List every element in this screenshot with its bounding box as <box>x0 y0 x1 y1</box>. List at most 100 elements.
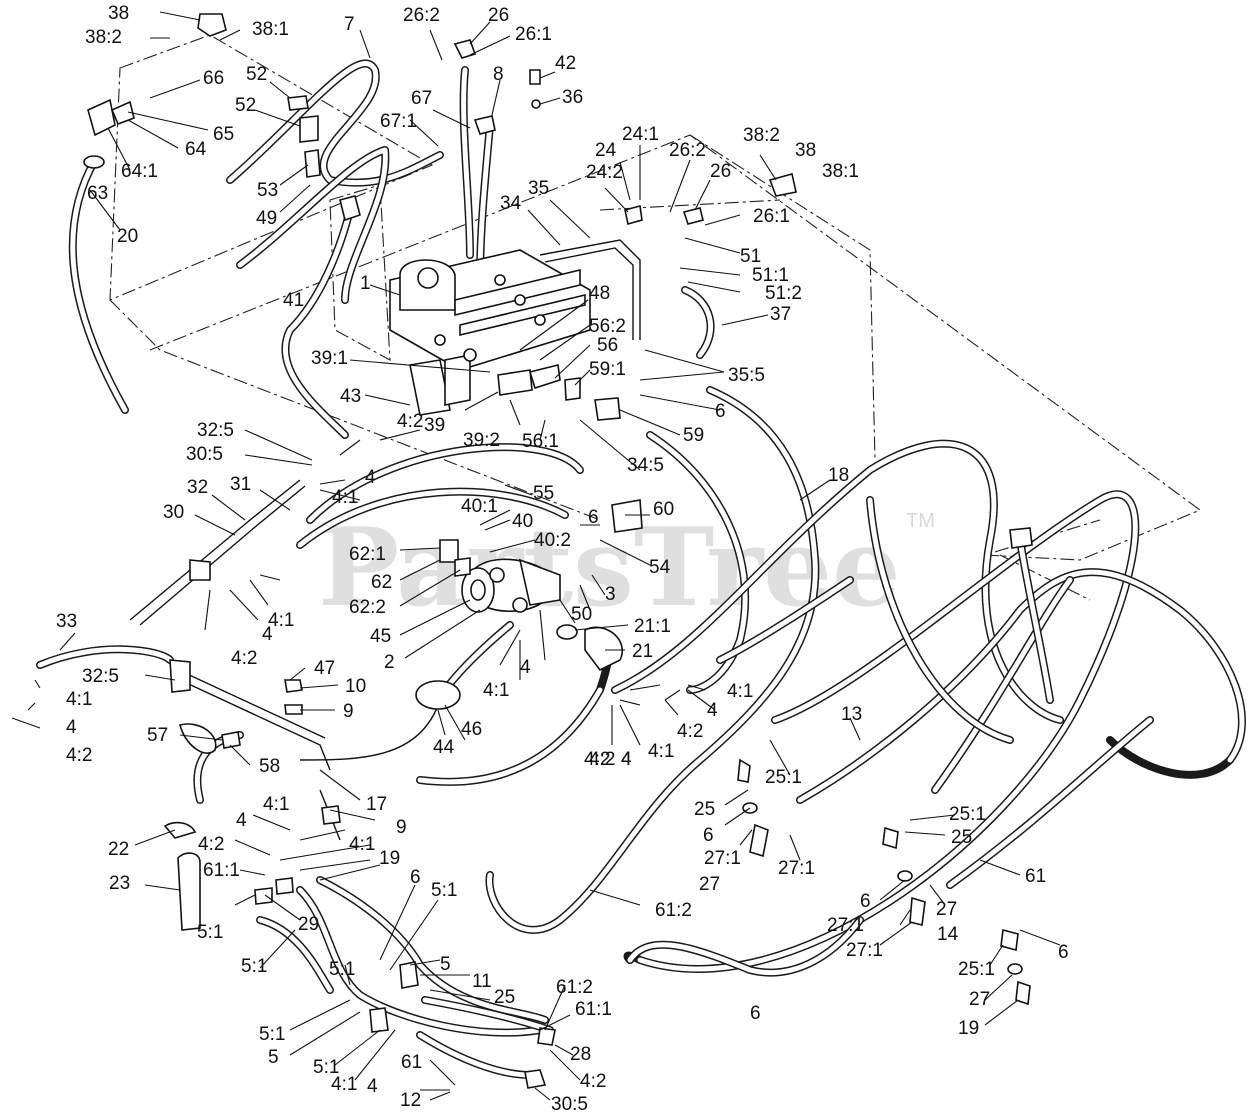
callout-label: 4:1 <box>727 681 753 702</box>
callout-label: 4 <box>707 700 718 721</box>
callout-label: 4:2 <box>231 648 257 669</box>
callout-label: 4 <box>66 717 77 738</box>
callout-label: 4:2 <box>584 749 610 770</box>
callout-label: 4:2 <box>589 749 615 770</box>
callout-label: 26:1 <box>515 24 552 45</box>
callout-label: 10 <box>345 676 366 697</box>
hoses <box>36 59 1246 1079</box>
callout-label: 49 <box>256 208 277 229</box>
callout-label: 59:1 <box>589 359 626 380</box>
callout-label: 4 <box>365 467 376 488</box>
callout-label: 6 <box>860 891 871 912</box>
callout-label: 25:1 <box>949 804 986 825</box>
callout-label: 4:2 <box>397 411 423 432</box>
callout-label: 58 <box>259 756 280 777</box>
callout-label: 37 <box>770 304 791 325</box>
callout-label: 64:1 <box>121 161 158 182</box>
callout-label: 67:1 <box>380 111 417 132</box>
callout-label: 5:1 <box>259 1024 285 1045</box>
callout-label: 21 <box>632 641 653 662</box>
callout-label: 5 <box>268 1047 279 1068</box>
callout-label: 45 <box>370 626 391 647</box>
callout-label: 7 <box>344 14 355 35</box>
callout-label: 54 <box>649 557 671 578</box>
callout-label: 11 <box>472 971 492 992</box>
fittings <box>83 13 1033 1089</box>
callout-label: 48 <box>589 283 610 304</box>
callout-label: 5 <box>440 954 451 975</box>
callout-label: 4:2 <box>580 1071 606 1092</box>
callout-label: 61 <box>1025 866 1046 887</box>
callout-label: 14 <box>937 924 959 945</box>
callout-label: 38:1 <box>252 19 289 40</box>
callout-label: 42 <box>555 53 576 74</box>
callout-label: 51:2 <box>765 283 802 304</box>
callout-label: 4:1 <box>331 1074 357 1095</box>
callout-label: 59 <box>683 425 704 446</box>
callout-label: 6 <box>715 401 726 422</box>
callout-label: 39:1 <box>311 348 348 369</box>
callout-label: 6 <box>703 825 714 846</box>
callout-label: 39:2 <box>463 430 500 451</box>
callout-label: 65 <box>213 124 234 145</box>
callout-label: 4 <box>621 749 632 770</box>
callout-label: 40 <box>512 511 533 532</box>
callout-label: 30 <box>163 502 184 523</box>
callout-label: 35:5 <box>728 365 765 386</box>
callout-label: 47 <box>314 658 335 679</box>
callout-label: 5:1 <box>241 956 267 977</box>
callout-label: 34:5 <box>627 455 664 476</box>
callout-label: 33 <box>56 611 77 632</box>
callout-label: 24:2 <box>586 162 623 183</box>
callout-label: 6 <box>750 1003 761 1024</box>
callout-label: 66 <box>203 68 224 89</box>
watermark-trademark: TM <box>906 510 935 532</box>
callout-label: 62:2 <box>349 597 386 618</box>
callout-label: 35 <box>528 178 549 199</box>
callout-label: 61:2 <box>556 977 593 998</box>
callout-label: 52 <box>246 64 267 85</box>
callout-label: 39 <box>424 415 445 436</box>
callout-label: 20 <box>117 226 138 247</box>
callout-label: 17 <box>366 794 387 815</box>
callout-label: 27:1 <box>778 858 815 879</box>
callout-label: 26:1 <box>753 206 790 227</box>
callout-label: 21:1 <box>634 616 671 637</box>
callout-label: 31 <box>230 474 251 495</box>
callout-label: 40:2 <box>534 530 571 551</box>
callout-label: 27:1 <box>827 915 864 936</box>
callout-label: 62 <box>371 572 392 593</box>
callout-label: 8 <box>493 64 504 85</box>
callout-label: 38:1 <box>822 161 859 182</box>
callout-label: 43 <box>340 386 361 407</box>
callout-label: 4:2 <box>677 721 703 742</box>
callout-label: 4:2 <box>198 834 224 855</box>
callout-label: 62:1 <box>349 544 386 565</box>
callout-label: 27 <box>936 899 957 920</box>
callout-label: 60 <box>653 499 674 520</box>
callout-label: 4:1 <box>349 834 375 855</box>
callout-label: 4 <box>520 657 531 678</box>
callout-label: 4:1 <box>66 689 92 710</box>
callout-label: 27 <box>699 874 720 895</box>
callout-label: 13 <box>841 704 862 725</box>
callout-label: 19 <box>379 848 400 869</box>
callout-labels: 38 38:2 38:1 7 26:2 26 26:1 8 42 36 66 5… <box>56 3 1069 1115</box>
callout-label: 26 <box>710 161 731 182</box>
callout-label: 5:1 <box>313 1057 339 1078</box>
callout-label: 4:1 <box>332 487 358 508</box>
callout-label: 18 <box>828 465 849 486</box>
callout-label: 5:1 <box>431 880 457 901</box>
callout-label: 26:2 <box>669 140 706 161</box>
callout-label: 40:1 <box>461 496 498 517</box>
callout-label: 56:2 <box>589 316 626 337</box>
callout-label: 41 <box>283 290 304 311</box>
callout-label: 4 <box>262 624 273 645</box>
callout-label: 4:1 <box>648 741 674 762</box>
callout-label: 27:1 <box>846 940 883 961</box>
callout-label: 29 <box>298 914 319 935</box>
callout-label: 25 <box>494 987 515 1008</box>
callout-label: 1 <box>360 273 371 294</box>
callout-label: 6 <box>588 507 599 528</box>
